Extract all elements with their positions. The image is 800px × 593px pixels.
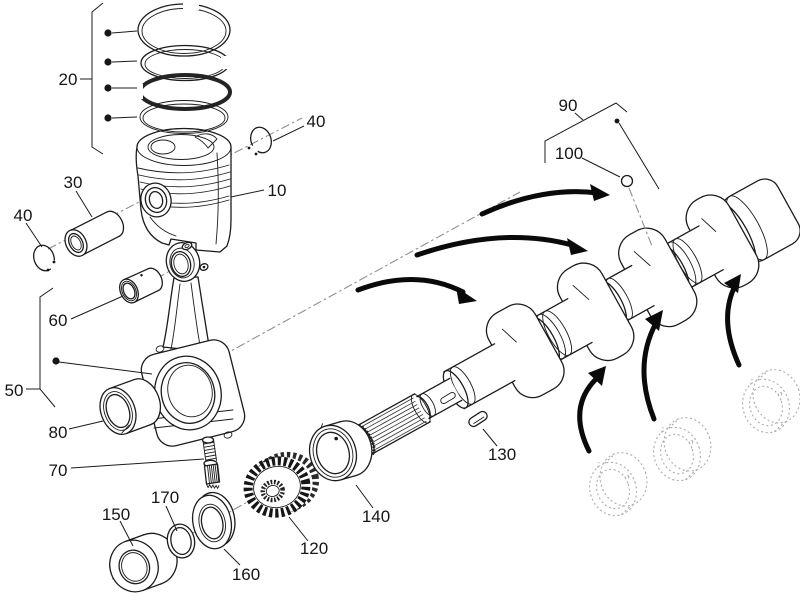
o-ring [166, 523, 196, 559]
connecting-rod [140, 241, 246, 447]
callout-label-collar: 150 [102, 505, 130, 524]
callout-label-piston: 10 [268, 181, 287, 200]
callout-label-gear: 120 [300, 539, 328, 558]
leader-gear [288, 516, 309, 542]
key [468, 410, 488, 428]
rod-bolt [201, 436, 221, 489]
ghost-main-bearing-2 [644, 410, 721, 488]
arrow-rod-to-pin1 [479, 189, 601, 217]
leader-washer [223, 548, 241, 566]
leader-circlip-lower [25, 222, 43, 248]
small-end-bushing [119, 267, 163, 304]
callout-label-ring-set: 20 [59, 70, 78, 89]
leaders [25, 2, 660, 566]
leader-collar [119, 520, 134, 547]
leader-rod-bolt [70, 458, 205, 469]
leader-piston-pin [75, 190, 93, 218]
keyway-slot [440, 391, 456, 405]
leader-bushing [70, 295, 124, 320]
piston-ring-4-oil [139, 100, 229, 134]
callout-label-ball-plug: 100 [555, 144, 583, 163]
callout-label-o-ring: 170 [151, 488, 179, 507]
ghost-main-bearing-1 [580, 445, 657, 523]
arrow-rod-to-pin2 [414, 234, 575, 258]
bracket-rod-assembly [39, 287, 56, 408]
arrow-bearing-3 [725, 285, 742, 368]
ghost-main-bearing-3 [733, 362, 800, 440]
callout-labels: 20 10 40 30 40 60 50 80 70 150 170 160 1… [5, 70, 584, 584]
piston-pin-boss [140, 182, 172, 218]
leader-circlip-upper [272, 125, 305, 142]
arrow-bearing-2 [641, 320, 659, 422]
leader-main-bearing [355, 484, 374, 509]
rod-bearing-shell [99, 378, 162, 435]
piston-pin [64, 210, 125, 257]
bracket-ring-set [91, 2, 104, 155]
piston-ring-set [133, 0, 233, 134]
piston-ring-2 [140, 44, 233, 82]
bracket-crankshaft [544, 102, 628, 163]
piston-ring-3 [133, 73, 232, 111]
piston [135, 127, 232, 253]
rod-shank [162, 276, 211, 353]
rod-to-crank-centerline [159, 191, 521, 391]
assembly-arrows [355, 184, 742, 454]
callout-label-circlip-lower: 40 [14, 206, 33, 225]
arrow-rod-to-journal [355, 277, 466, 295]
leader-rod-bearing [68, 420, 104, 430]
callout-label-crankshaft: 90 [559, 96, 578, 115]
ball-plug [620, 174, 634, 188]
leader-ball-plug [581, 157, 621, 178]
circlip-upper [246, 126, 272, 157]
main-bearing-shell [308, 420, 373, 482]
callout-label-bushing: 60 [49, 311, 68, 330]
washer [191, 491, 236, 550]
piston-crown-rim [136, 128, 232, 166]
callout-label-circlip-upper: 40 [307, 112, 326, 131]
arrow-bearing-1 [577, 375, 600, 454]
callout-label-washer: 160 [232, 565, 260, 584]
callout-label-rod-assembly: 50 [5, 381, 24, 400]
crank-gear [243, 451, 320, 518]
callout-label-piston-pin: 30 [64, 173, 83, 192]
callout-label-key: 130 [488, 445, 516, 464]
rod-small-end [165, 241, 209, 282]
rod-big-end [140, 339, 246, 447]
collar [109, 532, 178, 593]
leader-o-ring [165, 505, 178, 532]
callout-label-rod-bolt: 70 [49, 461, 68, 480]
leader-key [482, 428, 498, 447]
callout-label-main-bearing: 140 [362, 507, 390, 526]
ball-plug-centerline [628, 187, 653, 247]
circlip-lower [33, 244, 62, 274]
piston-ring-1 [137, 0, 231, 57]
callout-label-rod-bearing: 80 [49, 423, 68, 442]
leader-piston [230, 189, 265, 198]
